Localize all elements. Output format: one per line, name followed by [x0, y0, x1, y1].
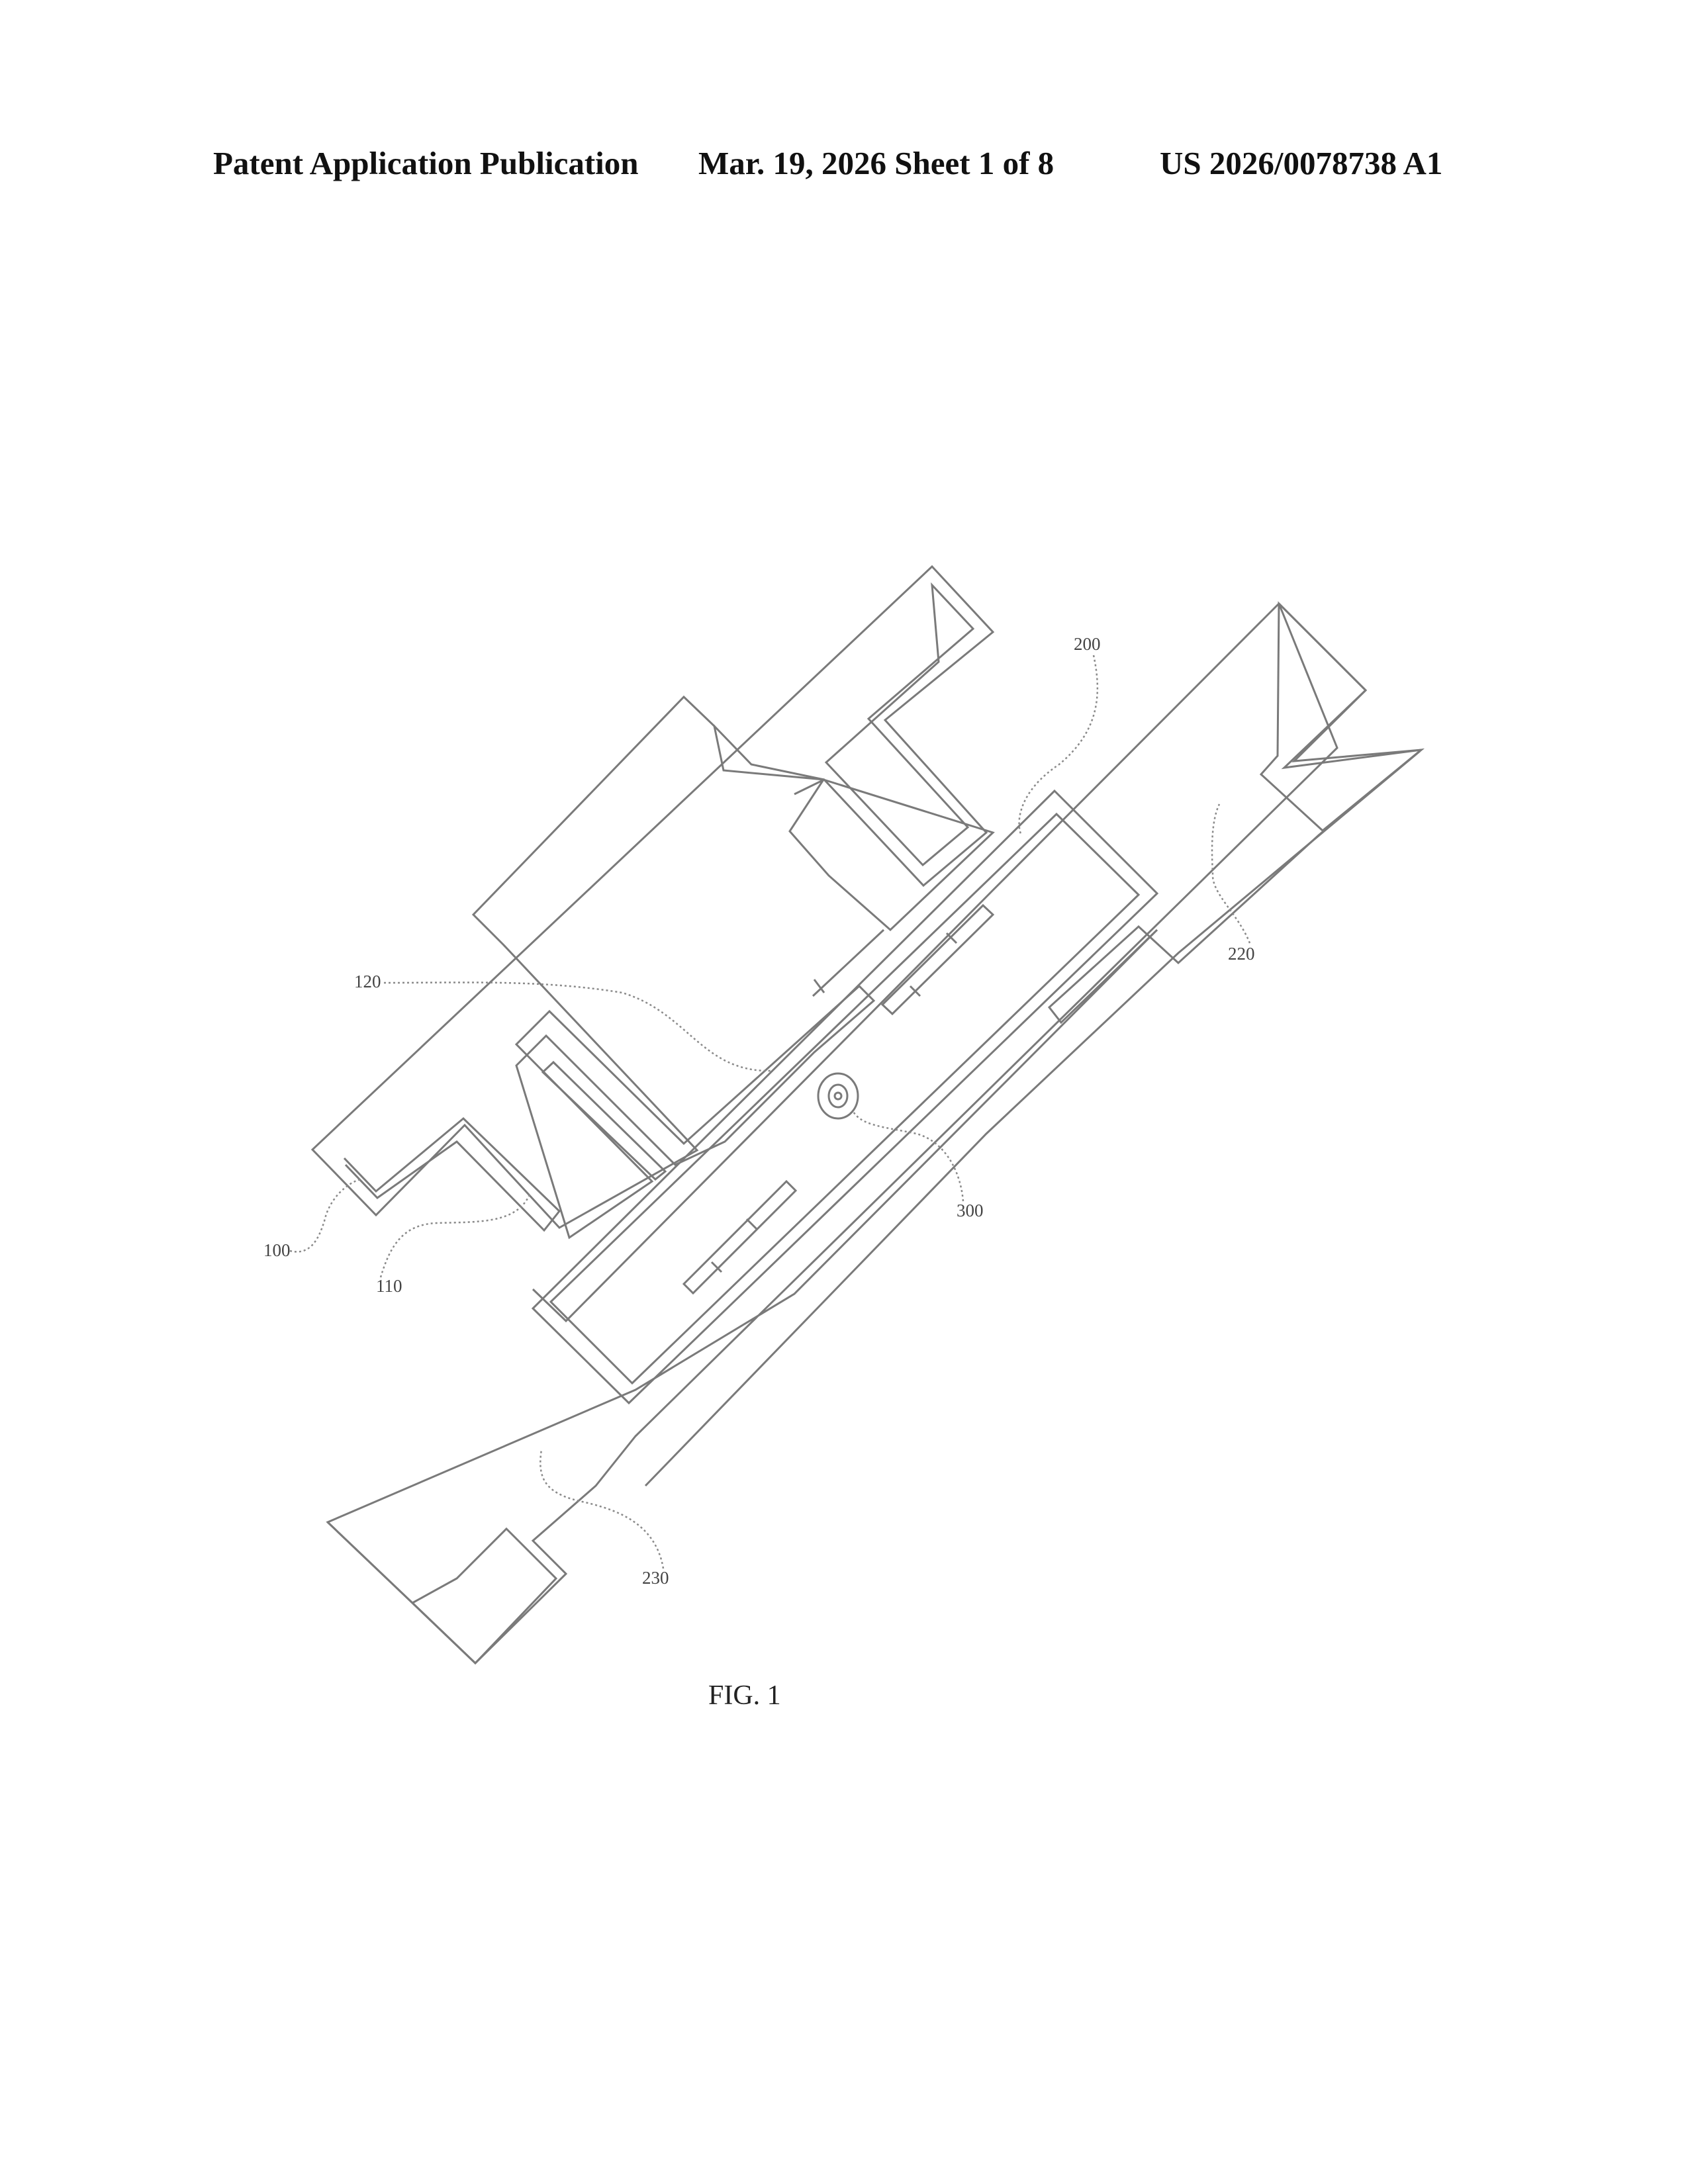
end-block-220: [1261, 604, 1421, 831]
component-300-outer: [818, 1073, 858, 1118]
ref-label-100: 100: [263, 1240, 291, 1260]
component-200-frame: [533, 791, 1157, 1403]
component-100-inner: [826, 585, 973, 865]
component-300-center: [835, 1093, 841, 1099]
inner-lower-frame-inner: [543, 1062, 665, 1179]
ref-label-120: 120: [354, 972, 381, 991]
figure-caption: FIG. 1: [708, 1680, 781, 1711]
inner-connection: [794, 780, 884, 996]
ref-label-300: 300: [957, 1201, 984, 1220]
slot-lower: [684, 1181, 796, 1293]
ref-label-230: 230: [642, 1568, 669, 1588]
leader-220: [1212, 804, 1250, 943]
leader-110: [381, 1195, 530, 1277]
main-rail-lower: [645, 751, 1420, 1486]
ref-label-200: 200: [1074, 634, 1101, 654]
component-300-inner: [829, 1085, 847, 1107]
leader-230: [540, 1449, 663, 1569]
leader-200: [1019, 655, 1098, 834]
ref-label-110: 110: [376, 1276, 402, 1296]
end-block-230: [328, 1522, 556, 1663]
component-100-outline: [312, 567, 993, 1228]
component-200-outer: [328, 604, 1421, 1663]
inner-window-outline: [790, 780, 993, 930]
ref-label-220: 220: [1228, 944, 1255, 964]
